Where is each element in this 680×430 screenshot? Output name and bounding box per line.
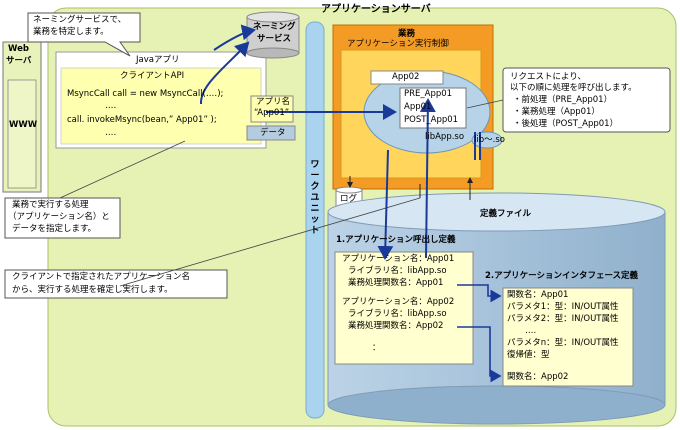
iface-def-title: 2.アプリケーションインタフェース定義 xyxy=(485,271,639,281)
web-server-title: Web xyxy=(8,44,29,54)
callout-naming-bubble xyxy=(27,12,141,57)
callout-server-line2: から、実行する処理を確定し実行します。 xyxy=(12,285,173,295)
code-dots-2: ‥‥ xyxy=(105,128,117,138)
callout-client-line2: （アプリケーション名）と xyxy=(8,212,110,222)
pre-label: PRE_App01 xyxy=(404,89,453,99)
iface-ret: 復帰値：型 xyxy=(507,350,550,360)
app-def-dots: ： xyxy=(372,343,381,353)
post-label: POST_App01 xyxy=(404,115,459,125)
www-label: WWW xyxy=(9,120,38,130)
gyomu-title: 業務 xyxy=(398,29,416,39)
java-app-title: Javaアプリ xyxy=(136,55,180,65)
app-name-value: “App01” xyxy=(254,108,290,118)
callout-naming-line2: 業務を特定します。 xyxy=(33,27,109,37)
iface-f1: 関数名：App01 xyxy=(507,290,569,300)
app-def-box xyxy=(334,251,474,365)
app-def-title: 1.アプリケーション呼出し定義 xyxy=(336,235,456,245)
iface-p2: パラメタ2：型：IN/OUT属性 xyxy=(507,314,619,324)
iface-pn: パラメタn：型：IN/OUT属性 xyxy=(507,338,619,348)
libapp-label: libApp.so xyxy=(425,132,465,142)
work-unit-bar xyxy=(305,21,325,419)
app02-box xyxy=(370,70,444,85)
iface-dots: ‥‥ xyxy=(525,326,537,336)
naming-service-cylinder xyxy=(246,11,300,59)
def-read-arrow-1 xyxy=(377,149,394,260)
callout-request-item1: ・前処理（PRE_App01） xyxy=(513,95,613,105)
app-def-a2-name: アプリケーション名：App02 xyxy=(342,297,455,307)
app-def-a1-lib: ライブラリ名：libApp.so xyxy=(348,266,447,276)
app-def-a1-func: 業務処理関数名：App01 xyxy=(348,278,444,288)
app-def-a2-lib: ライブラリ名：libApp.so xyxy=(348,309,447,319)
control-title: アプリケーション実行制御 xyxy=(347,39,449,49)
callout-naming-line1: ネーミングサービスで、 xyxy=(33,15,127,25)
web-server-title-2: サーバ xyxy=(6,56,32,66)
code-line-2: call. invokeMsync(bean,” App01” ); xyxy=(67,115,217,125)
naming-service-label-1: ネーミング xyxy=(253,22,296,32)
app-def-a2-func: 業務処理関数名：App02 xyxy=(348,321,444,331)
callout-client-bubble xyxy=(4,197,121,239)
callout-request-item2: ・業務処理（App01） xyxy=(513,107,600,117)
def-file-title: 定義ファイル xyxy=(480,209,532,219)
code-dots-1: ‥‥ xyxy=(105,101,117,111)
data-label: データ xyxy=(260,128,286,138)
callout-client-line1: 業務で実行する処理 xyxy=(12,200,89,210)
naming-service-label-2: サービス xyxy=(257,34,292,44)
callout-request-item3: ・後処理（POST_App01） xyxy=(513,119,619,129)
app01-label: App01 xyxy=(404,102,432,112)
log-label: ログ xyxy=(340,194,358,204)
callout-client-line3: データを指定します。 xyxy=(12,224,97,234)
app-def-a1-name: アプリケーション名：App01 xyxy=(342,254,455,264)
callout-request-line1: リクエストにより、 xyxy=(510,72,586,82)
client-api-title: クライアントAPI xyxy=(120,71,185,81)
app-server-title: アプリケーションサーバ xyxy=(321,4,431,15)
callout-server-bubble xyxy=(4,269,228,299)
code-line-1: MsyncCall call = new MsyncCall(‥‥); xyxy=(67,89,224,99)
app-name-label: アプリ名 xyxy=(256,97,291,107)
iface-p1: パラメタ1：型：IN/OUT属性 xyxy=(507,302,619,312)
data-box xyxy=(246,125,296,141)
lib-other-label: lib～.so xyxy=(474,135,505,145)
app02-label: App02 xyxy=(392,72,420,82)
naming-lookup-arrow xyxy=(199,41,250,105)
work-unit-label: ワークユニット xyxy=(310,160,320,236)
callout-request-line2: 以下の順に処理を呼び出します。 xyxy=(510,83,637,93)
iface-f2: 関数名：App02 xyxy=(507,372,569,382)
def-read-arrow-2 xyxy=(419,98,436,259)
iface-def-box xyxy=(502,287,634,387)
app-name-box xyxy=(250,95,294,123)
callout-server-line1: クライアントで指定されたアプリケーション名 xyxy=(12,272,190,282)
